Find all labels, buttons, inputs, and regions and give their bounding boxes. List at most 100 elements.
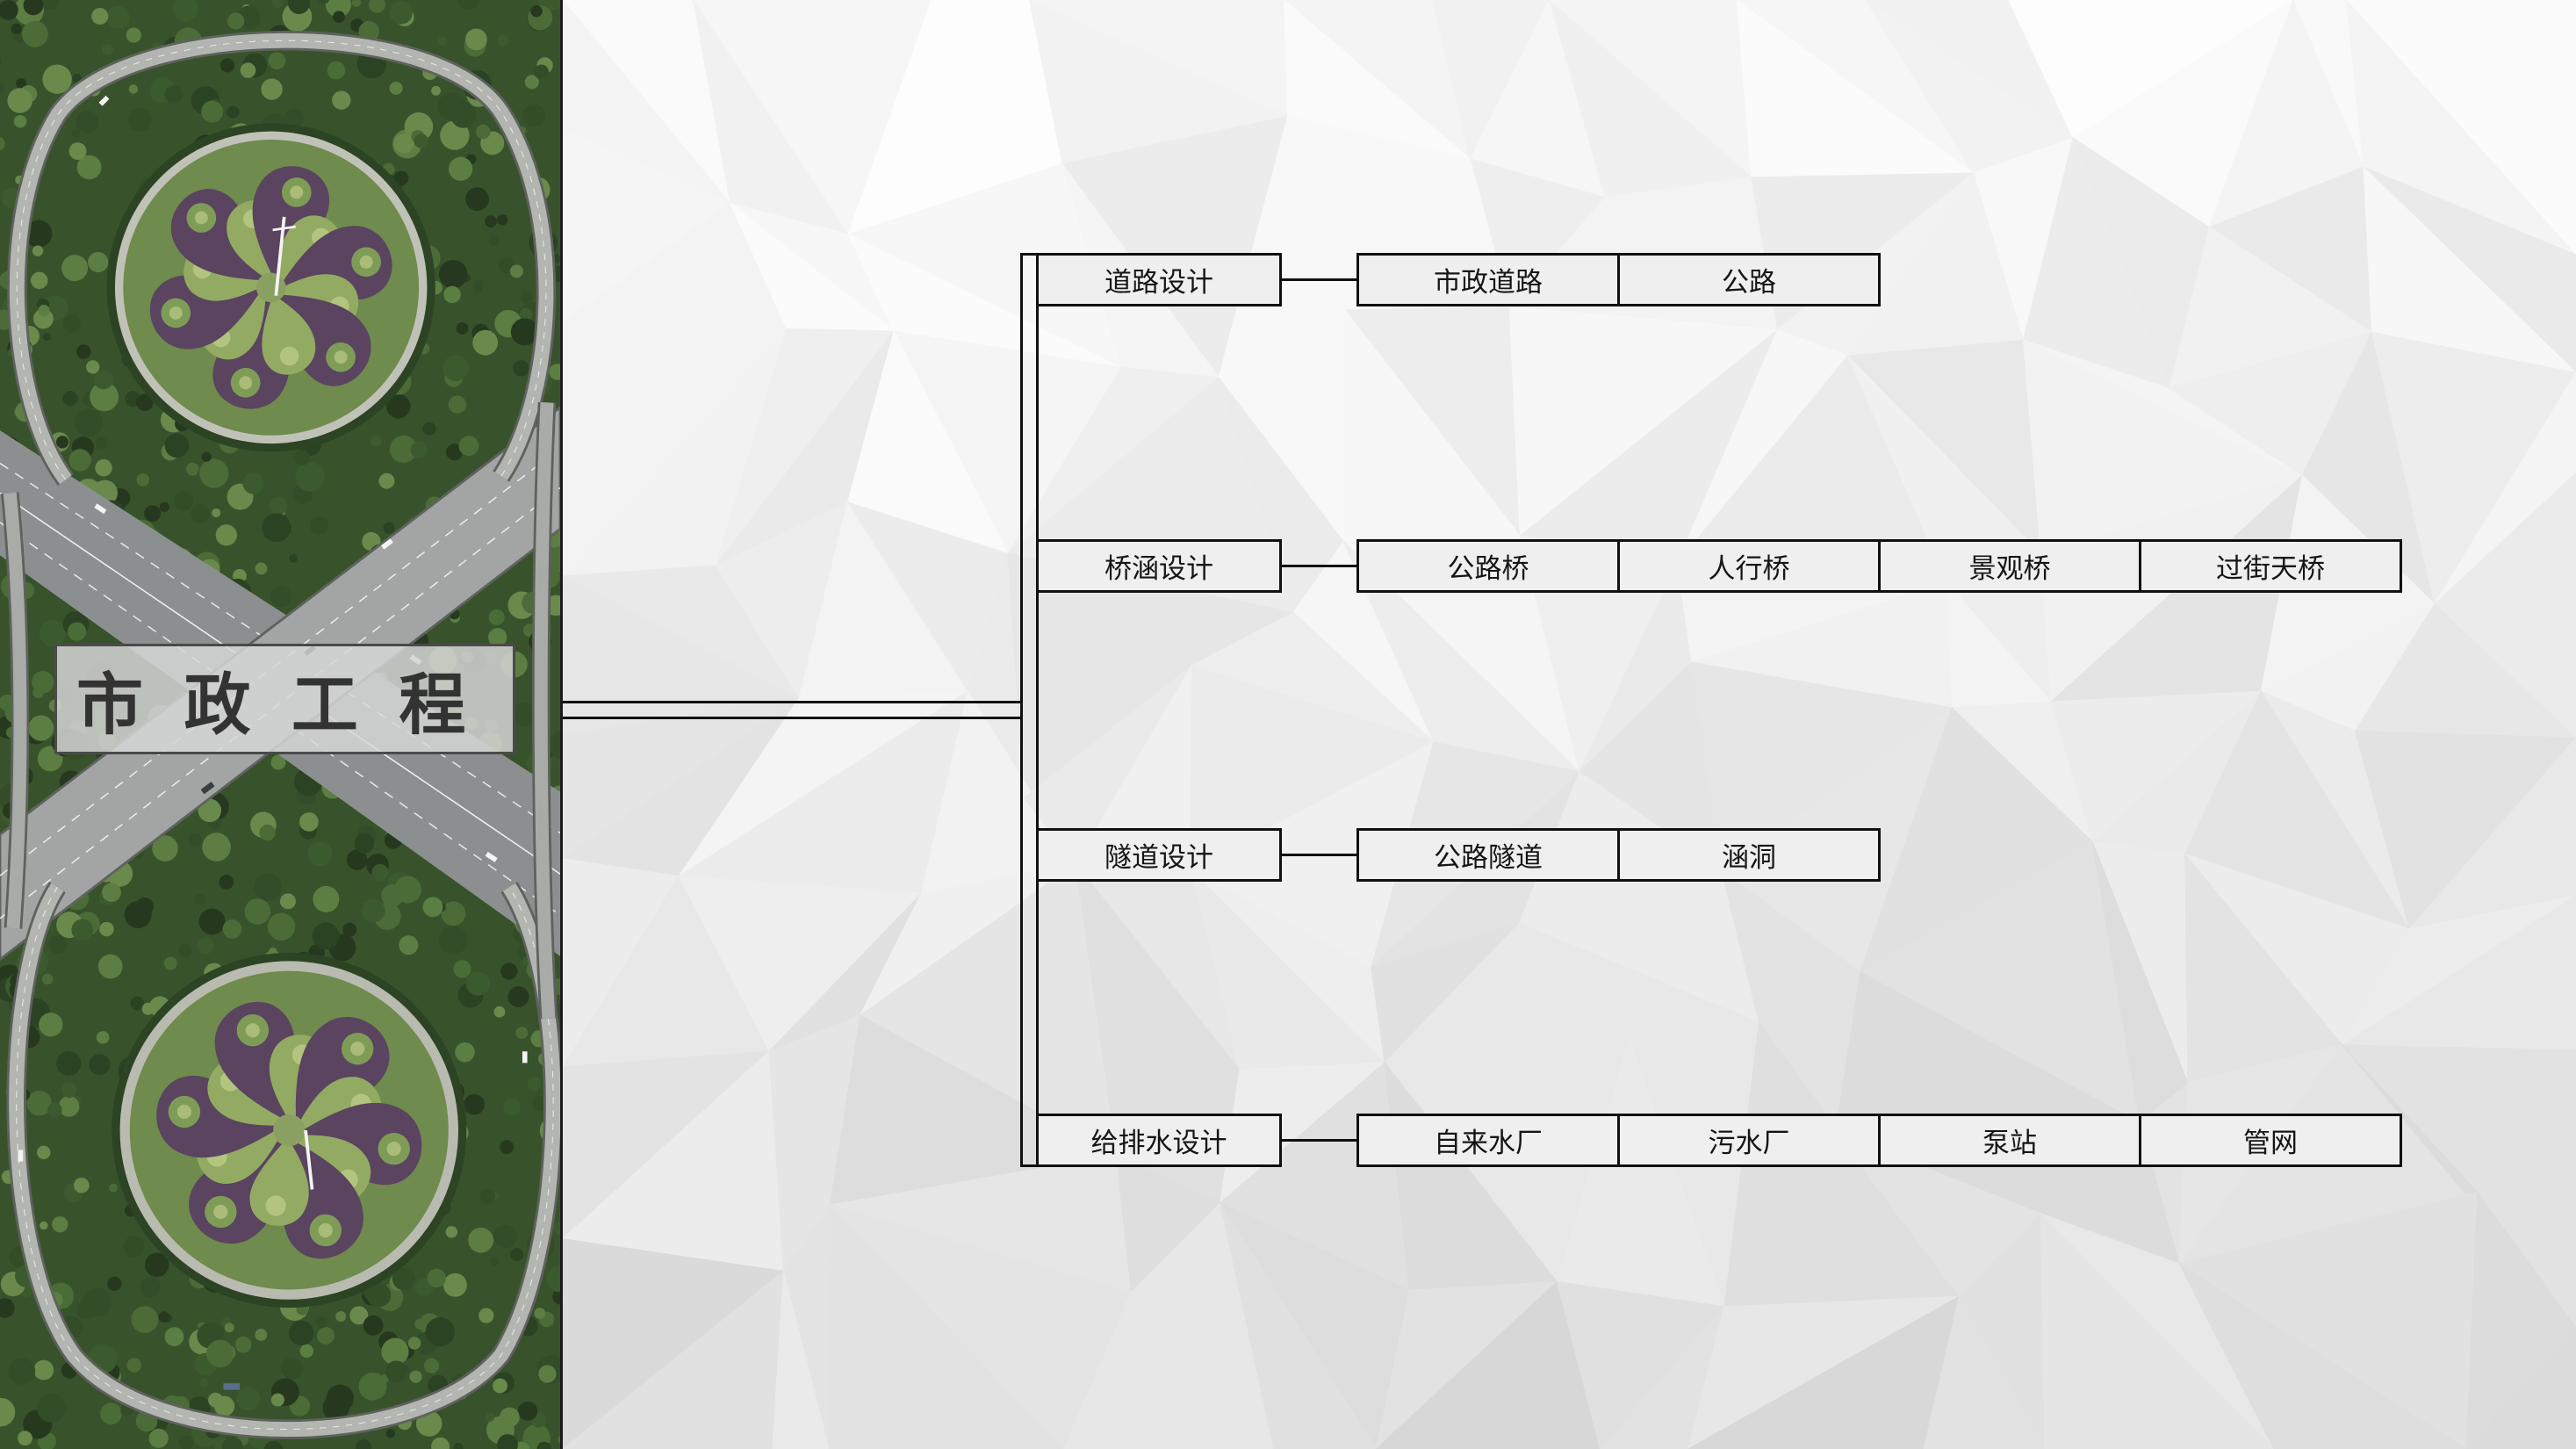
tree-canopy bbox=[21, 20, 48, 47]
tree-canopy bbox=[58, 916, 69, 927]
tree-canopy bbox=[261, 78, 283, 100]
main-connector-line-bottom bbox=[563, 717, 1022, 719]
tree-canopy bbox=[472, 284, 482, 293]
tree-canopy bbox=[342, 922, 357, 937]
tree-canopy bbox=[164, 433, 190, 458]
tree-canopy bbox=[351, 0, 361, 8]
tree-canopy bbox=[280, 893, 296, 910]
tree-canopy bbox=[227, 12, 245, 30]
tree-canopy bbox=[67, 622, 87, 641]
tree-canopy bbox=[8, 1358, 36, 1385]
tree-canopy bbox=[493, 1378, 507, 1394]
tree-canopy bbox=[414, 133, 428, 148]
tree-canopy bbox=[423, 1358, 440, 1373]
tree-canopy bbox=[363, 1315, 384, 1336]
tree-canopy bbox=[479, 1308, 494, 1323]
tree-canopy bbox=[58, 1096, 80, 1117]
tree-canopy bbox=[307, 841, 333, 867]
tree-canopy bbox=[136, 393, 154, 412]
tree-canopy bbox=[126, 1358, 141, 1373]
tree-canopy bbox=[485, 215, 497, 228]
tree-canopy bbox=[136, 473, 150, 487]
tree-canopy bbox=[39, 619, 67, 647]
tree-canopy bbox=[546, 1265, 560, 1293]
tree-canopy bbox=[499, 1407, 520, 1428]
tree-canopy bbox=[493, 1224, 517, 1249]
tree-canopy bbox=[148, 1428, 169, 1448]
tree-canopy bbox=[404, 112, 434, 141]
tree-canopy bbox=[76, 155, 102, 180]
tree-canopy bbox=[219, 874, 234, 890]
tree-canopy bbox=[26, 1090, 52, 1116]
tree-canopy bbox=[299, 1344, 313, 1358]
tree-canopy bbox=[268, 52, 286, 70]
category-tunnel-design: 隧道设计 bbox=[1036, 828, 1282, 882]
tree-canopy bbox=[371, 436, 382, 447]
tree-canopy bbox=[443, 285, 461, 304]
tree-canopy bbox=[510, 1247, 524, 1261]
tree-canopy bbox=[0, 0, 18, 20]
tree-canopy bbox=[361, 898, 385, 923]
tree-canopy bbox=[453, 1443, 464, 1449]
background-facet bbox=[1220, 1202, 1377, 1449]
tree-canopy bbox=[40, 1221, 48, 1230]
flower-bed-petal bbox=[262, 294, 316, 375]
tree-canopy bbox=[465, 28, 487, 51]
tree-canopy bbox=[497, 1434, 518, 1449]
tree-canopy bbox=[427, 1268, 446, 1288]
tree-canopy bbox=[513, 360, 529, 377]
flower-bed-petal bbox=[252, 166, 329, 278]
tree-canopy bbox=[25, 220, 53, 248]
tree-canopy bbox=[61, 255, 89, 282]
tree-canopy bbox=[127, 107, 152, 132]
tree-canopy bbox=[443, 1272, 467, 1297]
tree-canopy bbox=[358, 1372, 387, 1401]
tree-canopy bbox=[199, 1378, 209, 1388]
item-culvert: 涵洞 bbox=[1617, 828, 1881, 882]
tree-canopy bbox=[479, 1188, 495, 1205]
tree-canopy bbox=[507, 986, 529, 1007]
tree-canopy bbox=[393, 876, 421, 904]
tree-canopy bbox=[371, 864, 389, 882]
tree-canopy bbox=[174, 491, 194, 511]
page-title: 市 政 工 程 bbox=[76, 666, 475, 744]
tree-canopy bbox=[445, 1226, 458, 1238]
tree-canopy bbox=[198, 908, 226, 935]
tree-canopy bbox=[312, 922, 340, 950]
tree-canopy bbox=[62, 314, 81, 333]
tree-canopy bbox=[346, 849, 368, 870]
tree-canopy bbox=[448, 156, 473, 181]
tree-canopy bbox=[485, 1412, 495, 1422]
tree-canopy bbox=[42, 332, 52, 342]
background-facet bbox=[2040, 1212, 2275, 1449]
tree-canopy bbox=[538, 1365, 557, 1383]
tree-canopy bbox=[198, 937, 214, 955]
tree-canopy bbox=[140, 1277, 161, 1298]
tree-canopy bbox=[270, 585, 292, 608]
tree-canopy bbox=[178, 1435, 194, 1449]
tree-canopy bbox=[68, 142, 87, 161]
tree-canopy bbox=[76, 110, 98, 133]
tree-canopy bbox=[531, 1095, 548, 1112]
item-waterworks: 自来水厂 bbox=[1356, 1114, 1620, 1167]
tree-canopy bbox=[212, 508, 221, 518]
tree-canopy bbox=[534, 1308, 546, 1319]
tree-canopy bbox=[530, 4, 543, 18]
tree-canopy bbox=[378, 472, 395, 489]
tree-canopy bbox=[61, 1082, 77, 1099]
tree-canopy bbox=[0, 56, 3, 66]
tree-canopy bbox=[93, 370, 113, 390]
tree-canopy bbox=[270, 496, 288, 515]
tree-canopy bbox=[144, 1252, 169, 1278]
tree-canopy bbox=[86, 360, 100, 374]
tree-canopy bbox=[97, 954, 123, 979]
tree-canopy bbox=[123, 1236, 145, 1258]
tree-canopy bbox=[500, 1140, 514, 1155]
tree-canopy bbox=[255, 562, 268, 575]
tree-canopy bbox=[240, 62, 256, 78]
tree-canopy bbox=[16, 77, 27, 89]
tree-canopy bbox=[472, 329, 499, 356]
tree-canopy bbox=[521, 292, 533, 304]
tree-canopy bbox=[332, 90, 351, 110]
tree-canopy bbox=[263, 1440, 284, 1449]
